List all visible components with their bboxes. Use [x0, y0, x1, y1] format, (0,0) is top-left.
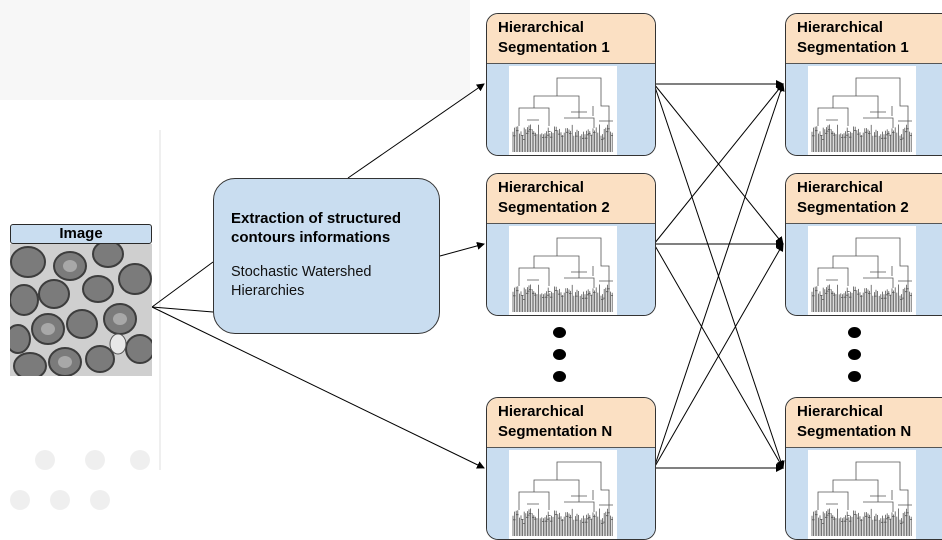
segmentation-node-right-2: Hierarchical Segmentation 2 [785, 173, 942, 316]
dendrogram-icon [808, 226, 916, 315]
extraction-title: Extraction of structured contours inform… [231, 210, 402, 246]
dendrogram-icon [509, 66, 617, 155]
segmentation-node-left-2: Hierarchical Segmentation 2 [486, 173, 656, 316]
segmentation-node-right-n: Hierarchical Segmentation N [785, 397, 942, 540]
segmentation-label: Hierarchical Segmentation 2 [487, 174, 655, 224]
segmentation-label: Hierarchical Segmentation N [786, 398, 942, 448]
segmentation-node-left-n: Hierarchical Segmentation N [486, 397, 656, 540]
image-to-extraction-line [151, 261, 214, 308]
vertical-dots-icon [848, 327, 862, 393]
image-node: Image [10, 224, 152, 376]
extraction-to-seg2-arrow [439, 241, 485, 257]
dendrogram-icon [509, 226, 617, 315]
dendrogram-icon [808, 66, 916, 155]
extraction-node: Extraction of structured contours inform… [213, 178, 440, 334]
vertical-dots-icon [553, 327, 567, 393]
extraction-to-seg1-arrow [347, 83, 485, 179]
blood-cells-image [10, 244, 152, 376]
segmentation-label: Hierarchical Segmentation N [487, 398, 655, 448]
segmentation-label: Hierarchical Segmentation 2 [786, 174, 942, 224]
image-label: Image [10, 224, 152, 244]
segmentation-node-right-1: Hierarchical Segmentation 1 [785, 13, 942, 156]
image-to-segn-arrow [151, 306, 485, 469]
segmentation-label: Hierarchical Segmentation 1 [786, 14, 942, 64]
image-to-extraction-line [151, 306, 214, 313]
dendrogram-icon [808, 450, 916, 539]
extraction-subtitle: Stochastic Watershed Hierarchies [231, 264, 372, 299]
segmentation-label: Hierarchical Segmentation 1 [487, 14, 655, 64]
dendrogram-icon [509, 450, 617, 539]
segmentation-node-left-1: Hierarchical Segmentation 1 [486, 13, 656, 156]
